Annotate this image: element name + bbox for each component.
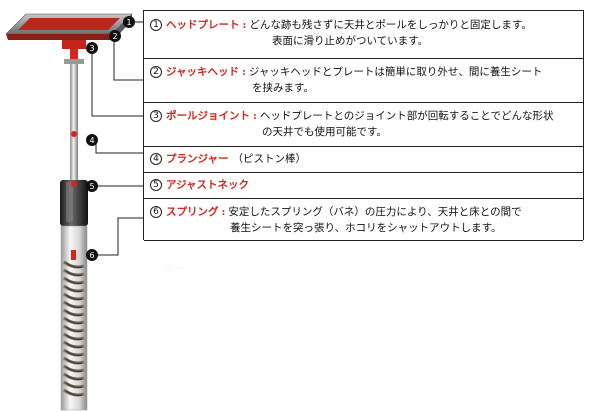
jack-head — [62, 40, 86, 64]
part-1-number: 1 — [150, 19, 162, 31]
spring-coil-shadow — [65, 286, 83, 292]
marker-2-number: 2 — [112, 32, 117, 41]
spring-pin — [71, 250, 76, 260]
spring-coil-shadow — [65, 358, 83, 364]
spring-coil-shadow — [65, 382, 83, 388]
marker-2: 2 — [109, 30, 121, 42]
spring-coil-shadow — [65, 318, 83, 324]
part-3-desc-line1: ヘッドプレートとのジョイント部が回転することでどんな形状 — [259, 110, 554, 122]
marker-5-number: 5 — [89, 182, 94, 191]
part-4-name: プランジャー — [166, 153, 229, 165]
part-1-name: ヘッドプレート — [166, 19, 240, 31]
spring-coil-shadow — [65, 334, 83, 340]
part-2-desc-line1: ジャッキヘッドとプレートは簡単に取り外せ、間に養生シート — [248, 66, 543, 78]
spring-coil-shadow — [65, 350, 83, 356]
part-row-4: 4 プランジャー（ピストン棒） — [144, 147, 583, 173]
part-1-desc-line1: どんな跡も残さずに天井とポールをしっかりと固定します。 — [249, 19, 532, 31]
part-row-5: 5 アジャストネック — [144, 173, 583, 199]
part-5-number: 5 — [150, 179, 162, 191]
part-4-number: 4 — [150, 153, 162, 165]
marker-6-number: 6 — [89, 251, 94, 260]
part-3-desc-line2: の天井でも使用可能です。 — [262, 126, 387, 138]
part-6-name: スプリング — [166, 206, 219, 218]
marker-6: 6 — [86, 249, 98, 261]
part-4-desc: （ピストン棒） — [232, 153, 306, 165]
spring-coil-shadow — [65, 374, 83, 380]
part-1-desc-line2: 表面に滑り止めがついています。 — [272, 35, 429, 47]
part-2-name: ジャッキヘッド — [166, 66, 239, 78]
leader-lines — [91, 21, 143, 256]
head-plate — [5, 13, 133, 40]
marker-4: 4 — [71, 131, 98, 146]
watermark-text: ポー — [165, 265, 184, 275]
part-6-desc-line2: 養生シートを突っ張り、ホコリをシャットアウトします。 — [230, 222, 502, 234]
part-3-name: ポールジョイント — [166, 110, 250, 122]
part-6-desc-line1: 安定したスプリング（バネ）の圧力により、天井と床との間で — [228, 206, 522, 218]
part-6-number: 6 — [150, 206, 162, 218]
spring-coil-shadow — [65, 302, 83, 308]
part-5-name: アジャストネック — [166, 179, 250, 191]
plunger-rod — [70, 64, 78, 180]
marker-1-number: 1 — [126, 18, 131, 27]
spring-coil-shadow — [65, 262, 83, 268]
spring-coil-shadow — [65, 278, 83, 284]
marker-4-number: 4 — [89, 136, 94, 145]
spring-coil-shadow — [65, 294, 83, 300]
marker-3-number: 3 — [89, 44, 94, 53]
marker-1: 1 — [123, 16, 135, 28]
spring-coil-shadow — [65, 366, 83, 372]
spring-coil-shadow — [65, 390, 83, 396]
spring-coil-shadow — [65, 310, 83, 316]
marker-3: 3 — [86, 42, 98, 54]
part-2-number: 2 — [150, 66, 162, 78]
spring-coil-shadow — [65, 326, 83, 332]
part-3-number: 3 — [150, 110, 162, 122]
spring-coil-shadow — [65, 270, 83, 276]
spring-coil-shadow — [65, 342, 83, 348]
marker-5: 5 — [71, 180, 98, 192]
part-2-desc-line2: を挟みます。 — [252, 82, 314, 94]
